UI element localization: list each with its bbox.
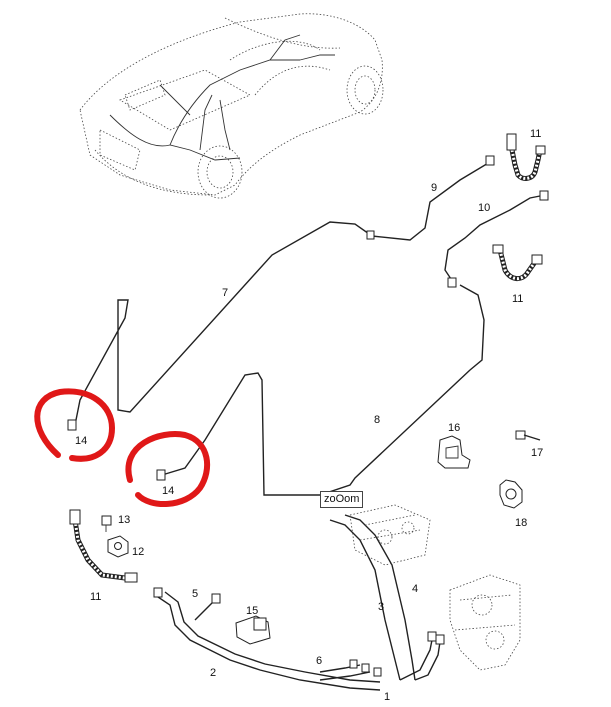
callout-4: 4 [412, 583, 418, 595]
fitting-13 [101, 515, 112, 532]
callout-10: 10 [478, 202, 490, 214]
clip-16 [437, 435, 471, 469]
pipe-end-fittings-14 [67, 419, 166, 481]
callout-3: 3 [378, 601, 384, 613]
callout-11-upper: 11 [530, 128, 541, 140]
zoom-tooltip[interactable]: zoOom [320, 491, 364, 508]
master-cylinder-illustration [449, 574, 521, 671]
brake-valve-block [349, 504, 431, 566]
callout-labels: 1 2 3 4 5 6 7 8 9 10 11 11 11 12 13 14 1… [75, 128, 543, 703]
callout-14-left: 14 [75, 435, 87, 447]
callout-11-lower: 11 [90, 591, 101, 603]
highlight-ring-14-right [125, 431, 210, 508]
callout-13: 13 [118, 514, 130, 526]
callout-2: 2 [210, 667, 216, 679]
brake-hose-11-lower [69, 509, 138, 583]
sensor-15 [235, 615, 271, 645]
bracket-12 [107, 535, 129, 558]
callout-18: 18 [515, 517, 527, 529]
brake-pipe-10 [444, 190, 549, 288]
callout-1: 1 [384, 691, 390, 702]
callout-11-middle: 11 [512, 293, 523, 305]
brake-hose-11-middle [492, 244, 543, 281]
brake-pipe-bundle-bottom [153, 514, 445, 691]
brake-hose-11-upper [506, 133, 546, 181]
clip-18 [499, 479, 523, 509]
brake-pipe-9 [366, 155, 495, 241]
callout-16: 16 [448, 422, 460, 434]
callout-5: 5 [192, 588, 198, 600]
callout-12: 12 [132, 546, 144, 558]
callout-15: 15 [246, 605, 258, 617]
callout-9: 9 [431, 182, 437, 194]
brake-pipe-8 [161, 284, 485, 496]
callout-14-right: 14 [162, 485, 174, 497]
callout-8: 8 [374, 414, 380, 426]
bolt-17 [515, 430, 541, 441]
callout-6: 6 [316, 655, 322, 667]
callout-17: 17 [531, 447, 543, 459]
brake-pipe-7 [74, 221, 373, 426]
highlight-ring-14-left [34, 388, 116, 462]
car-overview-illustration [79, 13, 384, 199]
callout-7: 7 [222, 287, 228, 299]
